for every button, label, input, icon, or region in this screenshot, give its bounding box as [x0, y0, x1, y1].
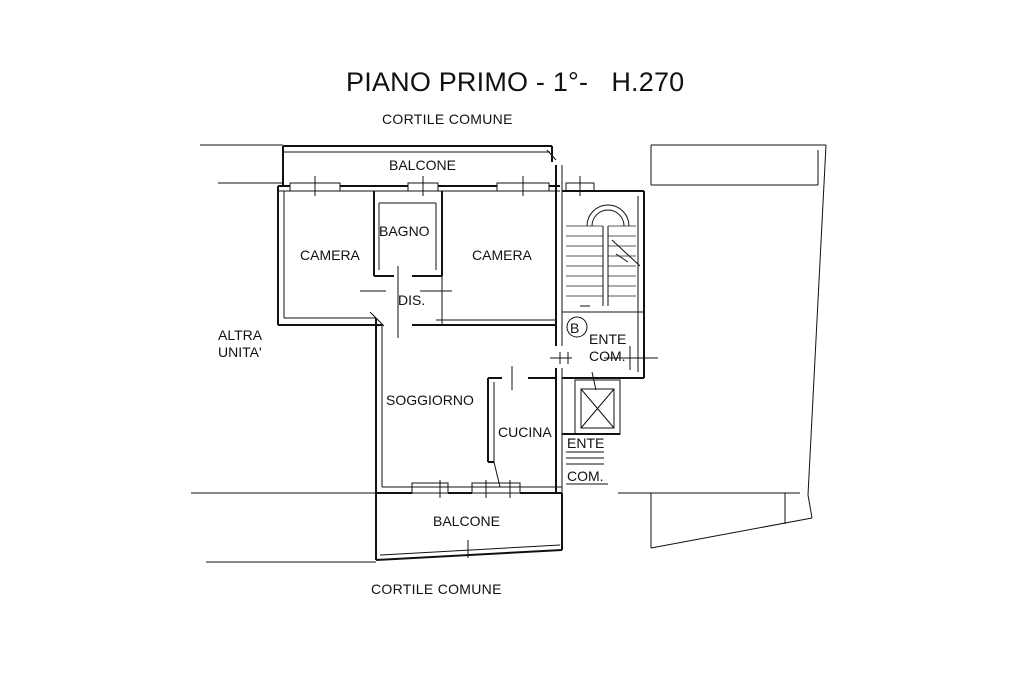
room-label-camera-right: CAMERA — [472, 247, 533, 263]
lift-shaft — [562, 379, 621, 435]
yard-label-bottom: CORTILE COMUNE — [371, 581, 502, 597]
altra-unita-line-2: UNITA' — [218, 344, 262, 360]
ente-com-lower-line-1: ENTE — [567, 435, 604, 451]
apartment-walls — [277, 165, 563, 494]
windows-north — [289, 176, 595, 196]
stair-marker: B — [570, 320, 579, 336]
balcony-top — [282, 145, 557, 186]
ente-com-upper-line-2: COM. — [589, 348, 626, 364]
ente-com-lower-marks — [566, 451, 608, 485]
room-label-dis: DIS. — [398, 292, 425, 308]
room-label-bagno: BAGNO — [379, 223, 430, 239]
stairwell: B — [550, 190, 658, 391]
neighbor-right-outline — [618, 144, 827, 549]
room-label-balcone-bottom: BALCONE — [433, 513, 500, 529]
ente-com-lower-line-2: COM. — [567, 468, 604, 484]
room-label-soggiorno: SOGGIORNO — [386, 392, 474, 408]
ente-com-upper-line-1: ENTE — [589, 331, 626, 347]
windows-south — [411, 480, 521, 498]
neighbor-left-outline — [191, 144, 376, 563]
room-label-cucina: CUCINA — [498, 424, 552, 440]
room-label-balcone-top: BALCONE — [389, 157, 456, 173]
balcony-bottom — [375, 493, 563, 561]
altra-unita-line-1: ALTRA — [218, 327, 263, 343]
yard-label-top: CORTILE COMUNE — [382, 111, 513, 127]
stair-flight — [566, 204, 641, 307]
plan-title: PIANO PRIMO - 1°- H.270 — [346, 67, 684, 97]
room-label-camera-left: CAMERA — [300, 247, 361, 263]
interior-partitions — [360, 191, 556, 488]
